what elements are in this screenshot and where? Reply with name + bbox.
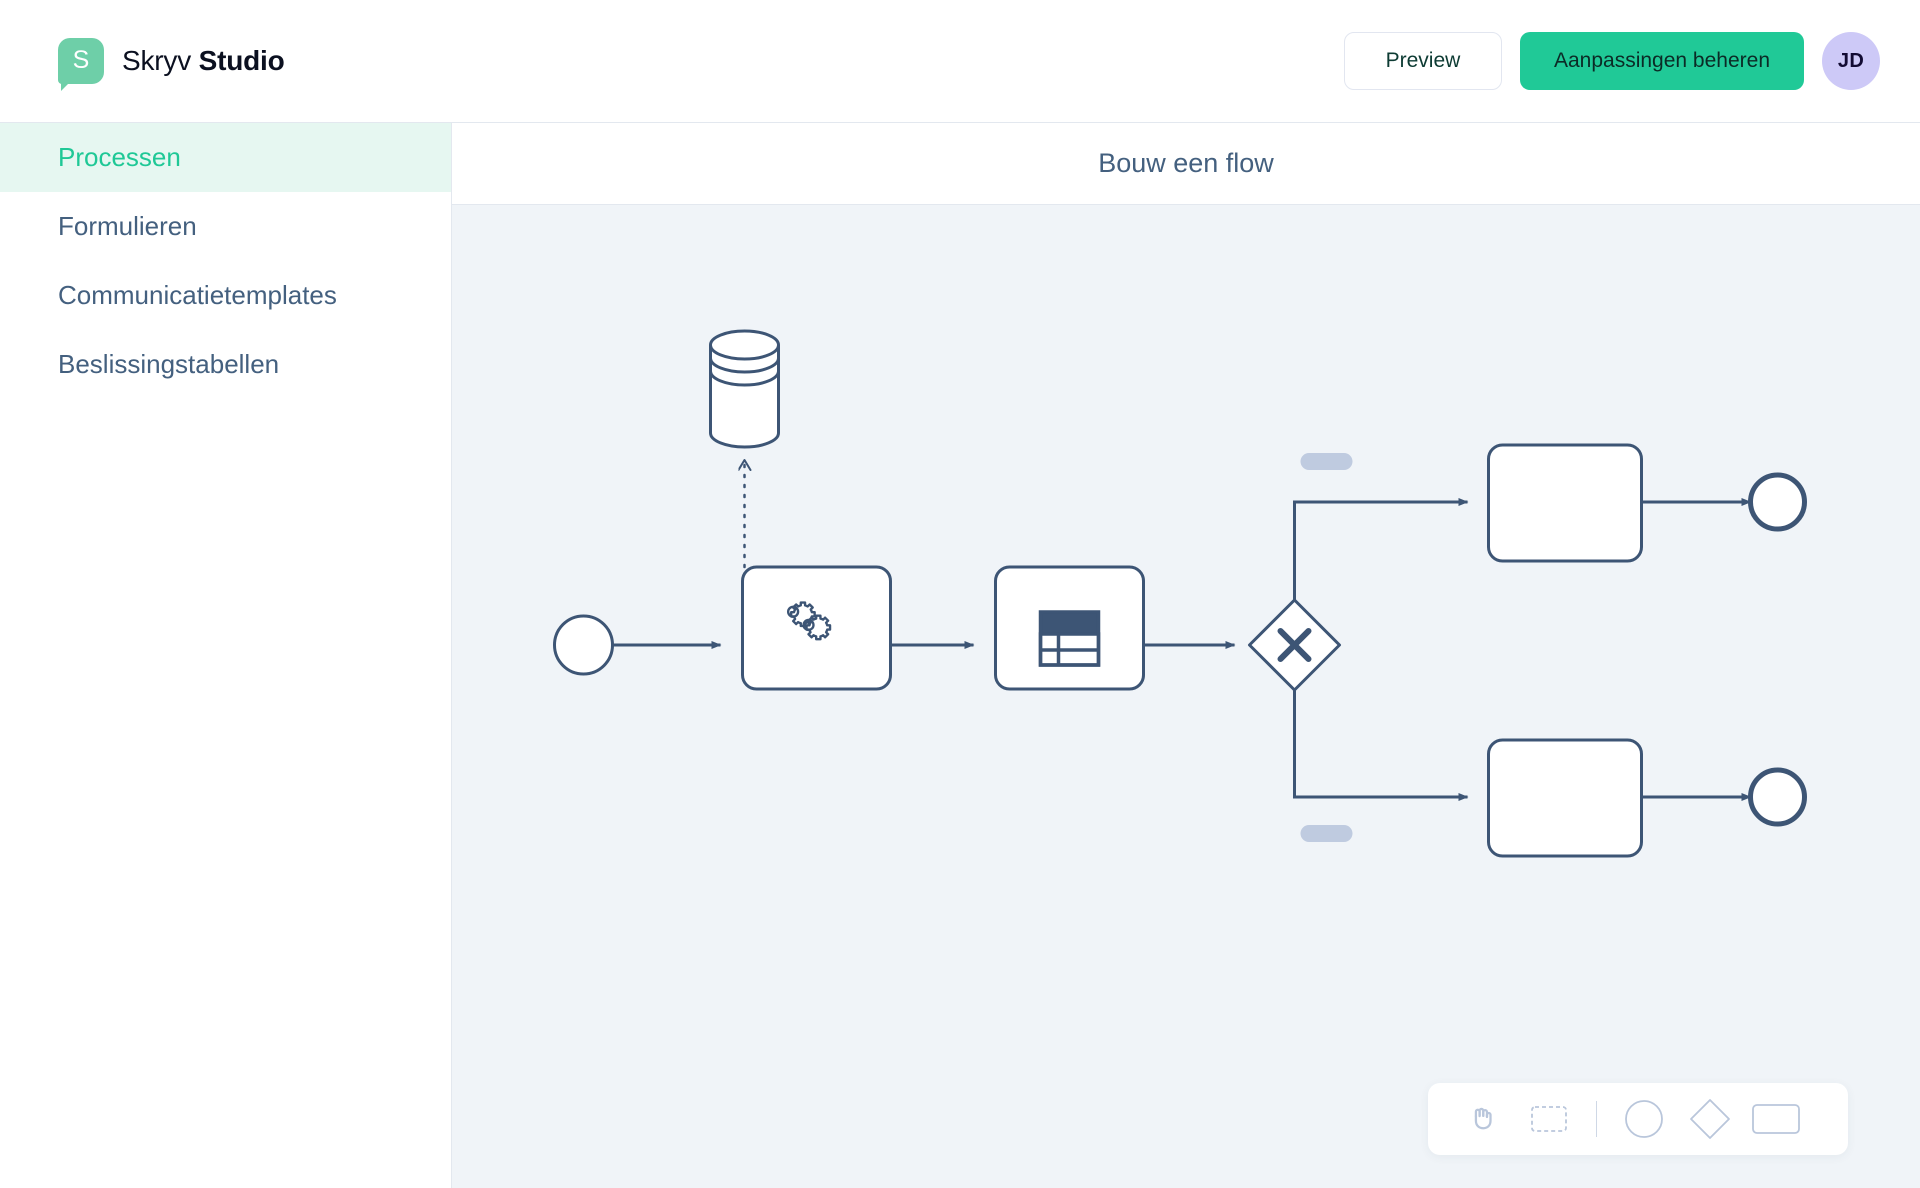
- create-task-button[interactable]: [1743, 1091, 1809, 1147]
- gears-icon: [786, 601, 832, 641]
- canvas-area: Bouw een flow: [452, 123, 1920, 1188]
- palette-divider: [1596, 1101, 1597, 1137]
- hand-tool-button[interactable]: [1450, 1091, 1516, 1147]
- logo-letter: S: [72, 45, 90, 74]
- brand-prefix: Skryv: [122, 45, 192, 76]
- sidebar-item-label: Communicatietemplates: [58, 280, 337, 310]
- sidebar: Processen Formulieren Communicatietempla…: [0, 123, 452, 1188]
- database-icon[interactable]: [709, 329, 780, 449]
- sidebar-item-label: Formulieren: [58, 211, 197, 241]
- brand-bold: Studio: [198, 45, 285, 76]
- rounded-rectangle-icon: [1752, 1104, 1800, 1134]
- branch-top-label-placeholder[interactable]: [1300, 453, 1353, 470]
- hand-icon: [1474, 1107, 1492, 1130]
- sidebar-item-processen[interactable]: Processen: [0, 123, 451, 192]
- preview-button[interactable]: Preview: [1343, 32, 1502, 90]
- manage-changes-button[interactable]: Aanpassingen beheren: [1519, 32, 1804, 90]
- table-icon: [1038, 610, 1101, 667]
- circle-icon: [1625, 1100, 1663, 1138]
- flow-header: Bouw een flow: [452, 123, 1920, 205]
- sidebar-item-label: Processen: [58, 142, 181, 172]
- branch-bottom-label-placeholder[interactable]: [1300, 825, 1353, 842]
- top-bar: S Skryv Studio Preview Aanpassingen behe…: [0, 0, 1920, 123]
- task-service[interactable]: [741, 565, 892, 691]
- sidebar-item-formulieren[interactable]: Formulieren: [0, 192, 451, 261]
- speech-bubble-icon: S: [58, 38, 104, 91]
- flow-gateway-to-task-top: [1293, 498, 1469, 600]
- task-bottom[interactable]: [1487, 738, 1643, 858]
- flow-canvas[interactable]: [452, 205, 1920, 1188]
- task-decision-table[interactable]: [994, 565, 1145, 691]
- sidebar-item-beslissingstabellen[interactable]: Beslissingstabellen: [0, 330, 451, 399]
- create-event-button[interactable]: [1611, 1091, 1677, 1147]
- top-bar-actions: Preview Aanpassingen beheren JD: [1343, 32, 1880, 90]
- app-title: Skryv Studio: [122, 45, 285, 77]
- palette-toolbar: [1428, 1083, 1848, 1155]
- end-event-bottom[interactable]: [1748, 767, 1807, 827]
- sidebar-item-communicatietemplates[interactable]: Communicatietemplates: [0, 261, 451, 330]
- sidebar-item-label: Beslissingstabellen: [58, 349, 280, 379]
- create-gateway-button[interactable]: [1677, 1091, 1743, 1147]
- lasso-tool-button[interactable]: [1516, 1091, 1582, 1147]
- flow-gateway-to-task-bottom: [1293, 690, 1469, 801]
- task-top[interactable]: [1487, 443, 1643, 563]
- dashed-rectangle-icon: [1531, 1106, 1567, 1132]
- start-event[interactable]: [553, 614, 614, 676]
- brand[interactable]: S Skryv Studio: [58, 38, 285, 91]
- exclusive-gateway[interactable]: [1248, 598, 1341, 692]
- x-icon: [1277, 628, 1312, 662]
- body: Processen Formulieren Communicatietempla…: [0, 123, 1920, 1188]
- bpmn-diagram[interactable]: [452, 205, 1920, 1188]
- page-title: Bouw een flow: [1098, 148, 1274, 178]
- diamond-icon: [1690, 1099, 1730, 1139]
- end-event-top[interactable]: [1748, 472, 1807, 532]
- avatar[interactable]: JD: [1822, 32, 1880, 90]
